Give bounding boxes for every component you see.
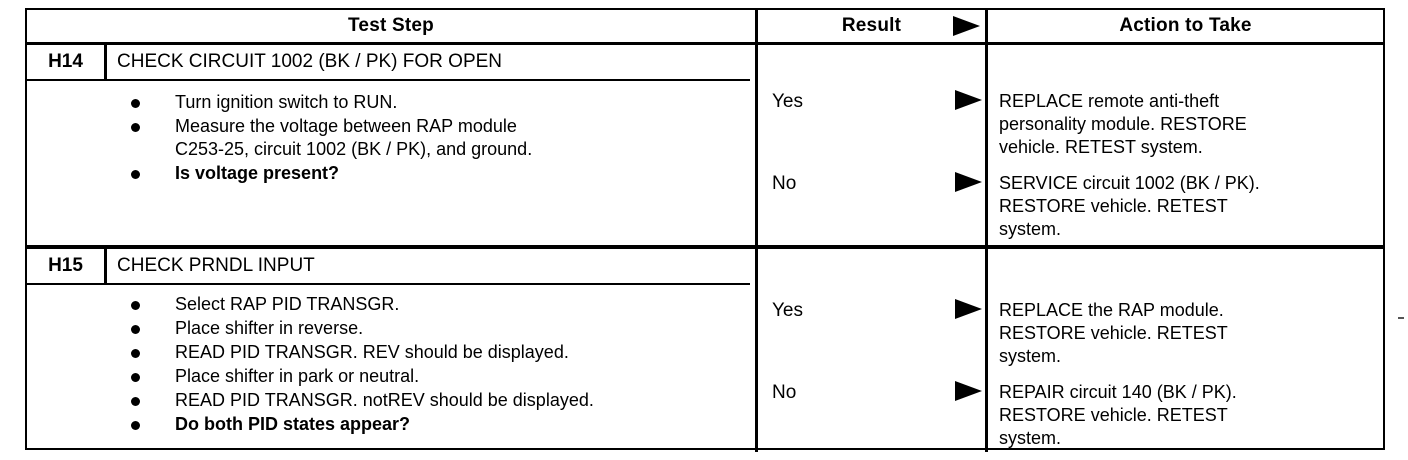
list-item: Measure the voltage between RAP module C…: [131, 115, 532, 161]
right-triangle-icon: [955, 381, 982, 401]
result-value-yes: Yes: [772, 300, 803, 321]
section-divider-rule: [27, 245, 1383, 249]
list-item: Turn ignition switch to RUN.: [131, 91, 532, 114]
step-instruction-list: Select RAP PID TRANSGR. Place shifter in…: [131, 293, 594, 437]
action-text-yes: REPLACE the RAP module. RESTORE vehicle.…: [999, 300, 1228, 366]
step-title: CHECK CIRCUIT 1002 (BK / PK) FOR OPEN: [107, 45, 750, 81]
list-item: Place shifter in reverse.: [131, 317, 594, 340]
list-item: Select RAP PID TRANSGR.: [131, 293, 594, 316]
result-value-no: No: [772, 173, 797, 194]
list-item: Place shifter in park or neutral.: [131, 365, 594, 388]
step-instruction-list: Turn ignition switch to RUN. Measure the…: [131, 91, 532, 186]
table-row: H14 CHECK CIRCUIT 1002 (BK / PK) FOR OPE…: [27, 45, 1383, 245]
header-bottom-rule: [27, 42, 1383, 45]
step-title-strip: H15 CHECK PRNDL INPUT: [27, 249, 750, 285]
column-divider-result-action: [985, 10, 988, 452]
pinpoint-test-table: Test Step Result Action to Take H14 CHEC…: [25, 8, 1385, 452]
list-item: READ PID TRANSGR. notREV should be displ…: [131, 389, 594, 412]
action-text-yes: REPLACE remote anti-theft personality mo…: [999, 91, 1247, 157]
table-header-row: Test Step Result Action to Take: [27, 10, 1383, 42]
scan-artifact-speck: [1398, 317, 1404, 319]
result-value-no: No: [772, 382, 797, 403]
list-item: READ PID TRANSGR. REV should be displaye…: [131, 341, 594, 364]
table-row: H15 CHECK PRNDL INPUT Select RAP PID TRA…: [27, 249, 1383, 450]
right-triangle-icon: [955, 299, 982, 319]
step-id-badge: H15: [27, 249, 107, 285]
list-item: Do both PID states appear?: [131, 413, 594, 436]
step-title-strip: H14 CHECK CIRCUIT 1002 (BK / PK) FOR OPE…: [27, 45, 750, 81]
column-header-test-step: Test Step: [348, 15, 434, 36]
column-header-action-to-take: Action to Take: [1119, 15, 1252, 36]
action-text-no: SERVICE circuit 1002 (BK / PK). RESTORE …: [999, 173, 1260, 239]
right-triangle-icon: [955, 90, 982, 110]
action-text-no: REPAIR circuit 140 (BK / PK). RESTORE ve…: [999, 382, 1237, 448]
column-header-result: Result: [841, 15, 902, 36]
step-id-badge: H14: [27, 45, 107, 81]
list-item: Is voltage present?: [131, 162, 532, 185]
right-triangle-icon: [955, 172, 982, 192]
result-value-yes: Yes: [772, 91, 803, 112]
right-triangle-icon: [953, 16, 980, 36]
step-title: CHECK PRNDL INPUT: [107, 249, 750, 285]
column-divider-teststep-result: [755, 10, 758, 452]
